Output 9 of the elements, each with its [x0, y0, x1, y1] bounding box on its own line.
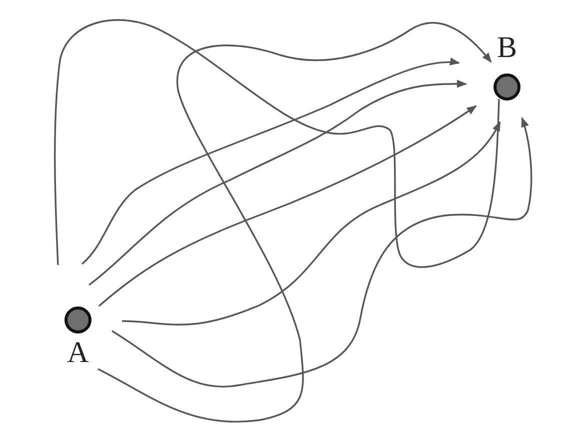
point-label: B — [496, 33, 518, 63]
path-arrow — [81, 58, 460, 265]
path-arrow — [98, 105, 477, 307]
path-arrow — [112, 117, 532, 388]
point-label: A — [66, 338, 90, 368]
path-arrow — [88, 80, 467, 286]
path-arrow — [122, 121, 501, 326]
path-line — [54, 19, 500, 268]
path-arrow — [98, 22, 492, 422]
